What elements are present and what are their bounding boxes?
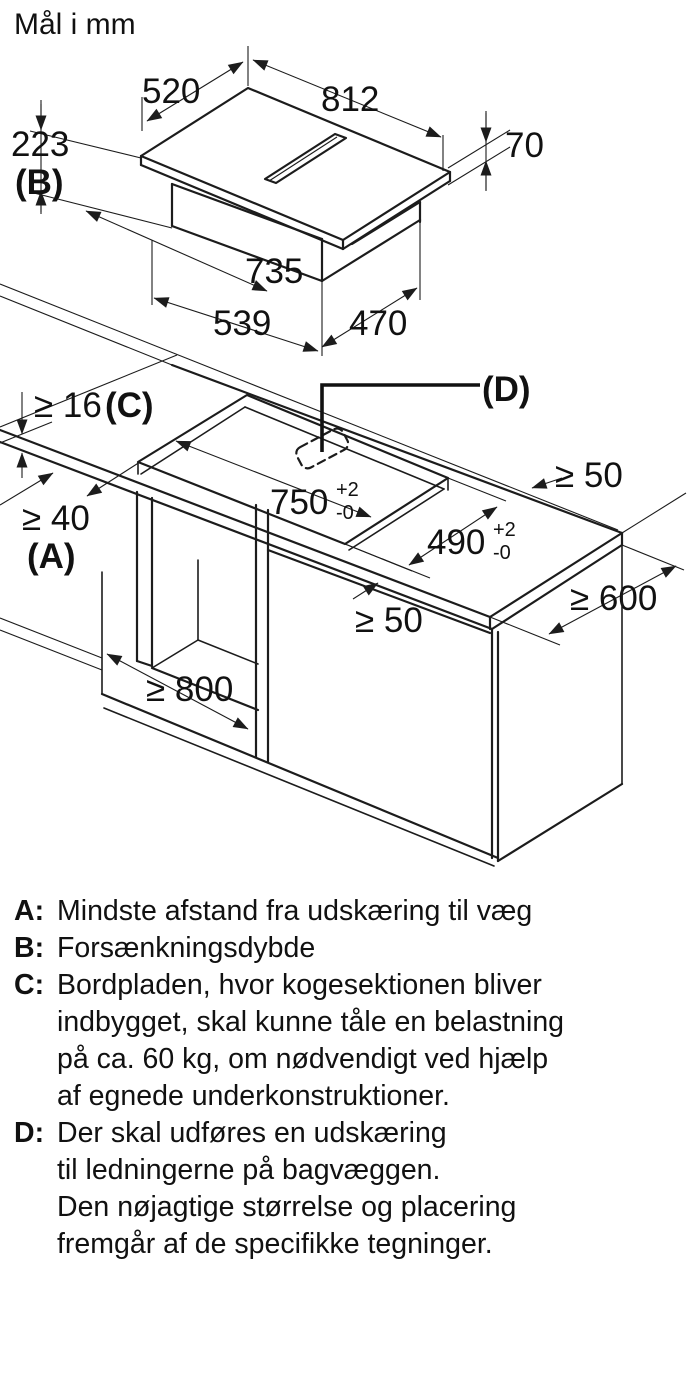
dim-70: 70 [505,126,544,165]
legend-text-line: Den nøjagtige størrelse og placering [57,1191,517,1223]
dim-539: 539 [213,304,271,343]
legend-text-line: på ca. 60 kg, om nødvendigt ved hjælp [57,1043,549,1075]
legend-text-line: Mindste afstand fra udskæring til væg [57,895,533,927]
dim-ref-A: (A) [27,537,76,576]
page-title: Mål i mm [14,8,136,41]
worktop [0,363,624,631]
dim-min50-side: ≥ 50 [555,456,623,495]
legend-item-A: A: Mindste afstand fra udskæring til væg [14,893,686,930]
dim-ref-D: (D) [482,370,531,409]
legend-text-line: Bordpladen, hvor kogesektionen bliver [57,969,542,1001]
dim-min600: ≥ 600 [570,579,657,618]
dim-min50-front: ≥ 50 [355,601,423,640]
dim-490: 490 [427,523,485,562]
legend-item-B: B: Forsænkningsdybde [14,930,686,967]
dim-750-tol-plus: +2 [336,479,359,501]
dim-520: 520 [142,72,200,111]
legend-text-line: Forsænkningsdybde [57,932,316,964]
legend-item-D: D: Der skal udføres en udskæring til led… [14,1115,686,1263]
wall-line [0,283,619,531]
dim-223: 223 [11,125,69,164]
hob-isometric-drawing: 520 812 223 (B) 70 735 [11,46,544,356]
dim-812: 812 [321,80,379,119]
dim-470: 470 [349,304,407,343]
worktop-cutout [136,393,450,551]
legend-text-line: til ledningerne på bagvæggen. [57,1154,441,1186]
dim-750: 750 [270,483,328,522]
cable-cutout-callout: (D) [295,370,531,470]
dim-490-tol-plus: +2 [493,519,516,541]
legend-text-line: fremgår af de specifikke tegninger. [57,1228,493,1260]
technical-drawing: 520 812 223 (B) 70 735 [0,46,687,867]
dim-750-tol-minus: -0 [336,502,354,524]
dim-ref-B: (B) [15,163,64,202]
worktop-installation-drawing: (D) ≥ 16 (C) ≥ 40 (A) 750 +2 -0 490 [0,283,687,867]
legend: A: Mindste afstand fra udskæring til væg… [14,893,686,1263]
dim-min40: ≥ 40 [22,499,90,538]
legend-text-line: Der skal udføres en udskæring [57,1117,447,1149]
dim-ref-C: (C) [105,386,154,425]
dim-735: 735 [245,252,303,291]
legend-key-C: C: [14,969,45,1001]
legend-item-C: C: Bordpladen, hvor kogesektionen bliver… [14,967,686,1115]
legend-text-line: indbygget, skal kunne tåle en belastning [57,1006,565,1038]
wall-line [0,295,173,366]
legend-key-A: A: [14,895,45,927]
dim-min16: ≥ 16 [34,386,102,425]
legend-key-B: B: [14,932,45,964]
legend-text-line: af egnede underkonstruktioner. [57,1080,450,1112]
legend-key-D: D: [14,1117,45,1149]
dim-min800: ≥ 800 [146,670,233,709]
dim-490-tol-minus: -0 [493,542,511,564]
